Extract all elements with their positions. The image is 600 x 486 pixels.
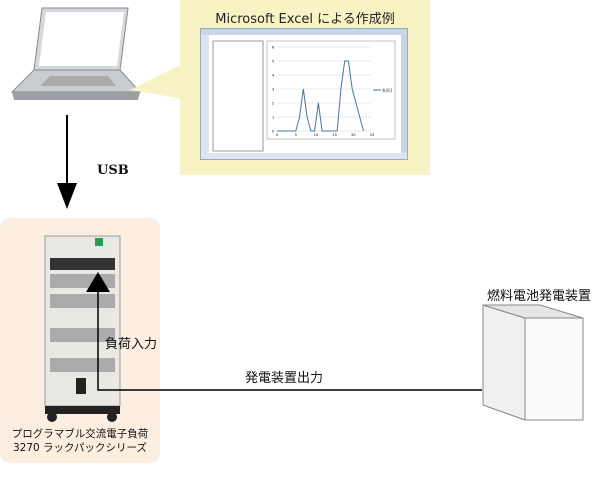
y-tick-label: 2 [272,102,274,106]
x-tick-label: 15 [332,133,336,137]
x-tick-label: 25 [370,133,374,137]
y-tick-label: 5 [272,60,274,64]
excel-title: Microsoft Excel による作成例 [215,12,395,27]
excel-example-panel: Microsoft Excel による作成例 0 1 2 3 4 5 6 0 5 10 15 20 25… [180,0,430,175]
usb-arrow [57,115,77,209]
rack-caption-line2: 3270 ラックパックシリーズ [12,442,147,454]
y-tick-label: 0 [272,130,274,134]
laptop-icon [10,7,142,100]
excel-sheet: 0 1 2 3 4 5 6 0 5 10 15 20 25 系列1 [200,28,408,160]
rack-caption: プログラマブル交流電子負荷 3270 ラックパックシリーズ [0,427,160,455]
excel-chart: 0 1 2 3 4 5 6 0 5 10 15 20 25 系列1 [201,29,407,159]
fuel-cell-label: 燃料電池発電装置 [487,289,592,304]
output-label: 発電装置出力 [245,371,324,386]
fuel-cell-box [482,304,584,421]
legend-label: 系列1 [382,87,393,93]
series-line [277,60,364,132]
y-tick-label: 6 [272,46,274,50]
y-tick-label: 3 [272,88,274,92]
x-tick-label: 5 [295,133,297,137]
usb-label: USB [97,163,129,178]
x-tick-label: 20 [351,133,355,137]
callout-pointer [130,60,190,100]
load-input-label: 負荷入力 [105,337,158,352]
rack-caption-line1: プログラマブル交流電子負荷 [11,428,149,440]
rack-image [44,235,121,422]
x-tick-label: 0 [276,133,278,137]
x-tick-label: 10 [314,133,318,137]
y-tick-label: 1 [272,116,274,120]
y-tick-label: 4 [272,74,275,78]
